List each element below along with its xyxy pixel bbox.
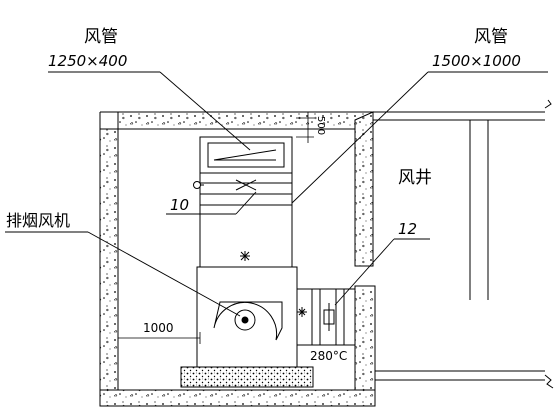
dimension-1000 — [117, 332, 201, 344]
smoke-exhaust-fan — [196, 266, 298, 368]
dimension-500 — [296, 112, 314, 143]
duct-left-size: 1250×400 — [48, 52, 127, 70]
temp-damper-label: 280°C — [310, 349, 347, 363]
ref-10-label: 10 — [170, 196, 189, 214]
ref-12-label: 12 — [398, 220, 417, 238]
dimension-1000-text: 1000 — [143, 321, 174, 335]
duct-right-size: 1500×1000 — [432, 52, 521, 70]
leader-lines — [5, 71, 548, 317]
duct-1250x400 — [193, 136, 293, 206]
shaft-label: 风井 — [398, 168, 432, 188]
duct-left-name: 风管 — [84, 27, 118, 47]
duct-right-name: 风管 — [474, 27, 508, 47]
concrete-walls — [99, 111, 376, 407]
building-edge-lines — [373, 99, 554, 389]
fan-label: 排烟风机 — [6, 211, 70, 230]
fan-outlet-connection — [297, 288, 355, 346]
dimension-500-text: 500 — [315, 116, 326, 135]
fan-base-pad — [180, 366, 314, 388]
